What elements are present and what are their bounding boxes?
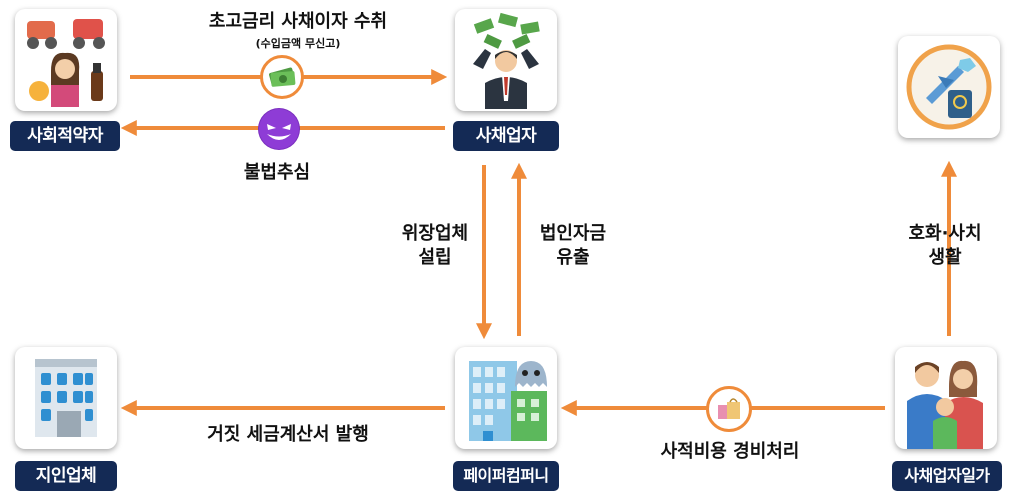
outflow-line2: 유출	[556, 247, 590, 268]
travel-icon	[906, 44, 992, 130]
outflow-line1: 법인자금	[539, 223, 607, 244]
expense-text: 사적비용 경비처리	[660, 441, 800, 462]
interest-title: 초고금리 사채이자 수취	[208, 11, 388, 32]
fake-invoice-text: 거짓 세금계산서 발행	[207, 424, 369, 445]
paper-company-label: 페이퍼컴퍼니	[453, 461, 559, 491]
social-weak-card	[15, 9, 117, 111]
loan-shark-family-card	[895, 347, 997, 449]
loan-shark-family-label: 사채업자일가	[892, 461, 1002, 491]
disguised-line2: 설립	[418, 247, 452, 268]
acquaintance-company-card	[15, 347, 117, 449]
paper-company-card	[455, 347, 557, 449]
disguised-line1: 위장업체	[401, 223, 469, 244]
shopping-circle	[706, 386, 752, 432]
devil-face-icon	[259, 109, 299, 149]
person-collage-icon	[27, 19, 105, 107]
money-circle	[260, 55, 304, 99]
acquaintance-company-label: 지인업체	[15, 461, 117, 491]
social-weak-label: 사회적약자	[10, 121, 120, 151]
shopping-bag-icon	[718, 398, 740, 419]
devil-circle	[258, 108, 300, 150]
building-icon	[35, 359, 97, 437]
businessman-money-icon	[473, 12, 540, 109]
illegal-collection-text: 불법추심	[243, 162, 311, 183]
travel-card	[898, 36, 1000, 138]
luxury-line1: 호화·사치	[908, 223, 982, 244]
loan-shark-card	[455, 9, 557, 111]
ghost-building-icon	[469, 361, 547, 441]
interest-subtitle: (수입금액 무신고)	[255, 37, 341, 50]
luxury-line2: 생활	[928, 247, 962, 268]
family-icon	[907, 360, 983, 449]
money-icon	[269, 67, 296, 87]
loan-shark-label: 사채업자	[453, 121, 559, 151]
